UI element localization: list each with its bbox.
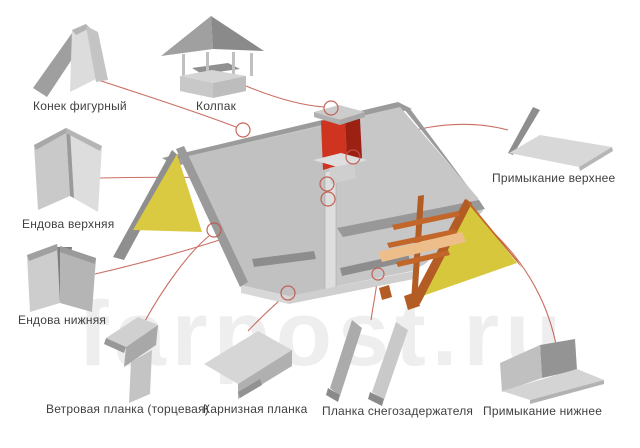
vetrovaya-edge [104, 338, 126, 353]
chimney-base-apron [329, 163, 356, 184]
primyk-n-inner [500, 345, 542, 392]
kolpak-base-front [180, 76, 213, 98]
label-konek-figurnyj: Конек фигурный [33, 99, 127, 113]
wing-rafter-tail-2 [379, 285, 392, 300]
label-endova-verhnyaya: Ендова верхняя [22, 217, 115, 231]
kolpak-base-top [180, 70, 246, 83]
endova-n-edge-r [60, 246, 96, 264]
piece-endova-verhnyaya [34, 128, 102, 212]
piece-endova-nizhnyaya [27, 244, 96, 312]
line-vetrovaya-planka [144, 235, 210, 322]
kolpak-post-4 [250, 53, 253, 76]
label-karniznaya-planka: Карнизная планка [203, 402, 308, 416]
marker-kolpak [323, 100, 339, 116]
marker-vetrovaya [206, 222, 222, 238]
konek-crest-top [72, 24, 90, 35]
marker-endova-nizhnyaya [320, 191, 336, 207]
konek-right-wing [86, 26, 108, 82]
snegozaderzhatel-foot-1 [326, 388, 340, 402]
kolpak-post-3 [232, 52, 235, 80]
wing-rafter-right [466, 198, 522, 268]
endova-n-right [60, 246, 96, 312]
karniznaya-top [204, 331, 292, 384]
endova-v-left [34, 128, 70, 210]
line-kolpak [245, 85, 325, 108]
chimney-cap-edge-left [314, 112, 340, 125]
marker-endova-verhnyaya [319, 176, 335, 192]
vetrovaya-leg [129, 350, 152, 403]
roof-snowguard-left [252, 251, 316, 267]
line-karniznaya-planka [247, 296, 284, 332]
primyk-n-back [540, 339, 577, 378]
endova-v-edge-r [66, 128, 102, 151]
chimney-cap-edge-right [340, 112, 365, 125]
primyk-n-lip [530, 380, 604, 404]
label-kolpak: Колпак [196, 99, 237, 113]
wing-board [378, 232, 466, 262]
vetrovaya-top [106, 317, 158, 347]
piece-vetrovaya-planka [104, 317, 158, 403]
marker-karniznaya [280, 285, 296, 301]
wing-rung-2 [387, 229, 457, 248]
piece-primykanie-verkhneye [508, 107, 613, 171]
marker-primykanie [345, 149, 361, 165]
snegozaderzhatel-foot-2 [368, 392, 384, 406]
label-vetrovaya-planka: Ветровая планка (торцевая) [46, 402, 209, 416]
endova-v-right [66, 128, 102, 212]
kolpak-pyramid-right [211, 16, 264, 51]
line-konek [97, 79, 237, 128]
piece-planka-snegozaderzhatelya [326, 320, 408, 406]
piece-primykanie-nizhneye [500, 339, 604, 404]
endova-v-crease [66, 128, 74, 198]
snegozaderzhatel-blade-rear [330, 320, 362, 396]
label-planka-snegozaderzhatelya: Планка снегозадержателя [322, 404, 474, 418]
piece-konek-figurnyj [33, 24, 108, 97]
kolpak-base-right [213, 76, 246, 98]
primyk-v-lip [579, 147, 613, 171]
piece-kolpak [161, 16, 264, 98]
wing-rung-1 [392, 211, 460, 230]
vetrovaya-mid [124, 325, 158, 367]
konek-crest [70, 24, 98, 92]
snegozaderzhatel-blade-front [372, 322, 408, 400]
wing-ridge-band [337, 200, 485, 237]
kolpak-opening [192, 63, 240, 74]
label-primykanie-nizhneye: Примыкание нижнее [483, 404, 603, 418]
konek-left-wing [33, 33, 82, 97]
gable-right-fascia [176, 146, 248, 287]
primyk-v-pan [509, 135, 612, 167]
wing-rafter-tail-1 [404, 292, 420, 310]
roof-eave-left [241, 285, 289, 304]
chimney-cap-top [314, 105, 365, 120]
roof-valley-strip [324, 168, 337, 293]
endova-n-edge-l [27, 244, 58, 261]
kolpak-post-1 [182, 54, 185, 79]
marker-circles [206, 100, 385, 301]
gable-left-fascia [113, 150, 180, 260]
karniznaya-foot [238, 379, 262, 398]
chimney-base-flashing [313, 153, 367, 168]
roof-left-slope [180, 126, 325, 296]
marker-snegozaderzhatel [371, 267, 385, 281]
wing-rung-3 [396, 250, 450, 267]
kolpak-post-2 [206, 52, 209, 80]
label-endova-nizhnyaya: Ендова нижняя [18, 313, 107, 327]
left-gable-yellow [133, 154, 202, 232]
primyk-v-flange [508, 107, 540, 155]
primyk-n-pan [502, 369, 604, 400]
piece-karniznaya-planka [204, 331, 292, 399]
endova-v-edge-l [34, 128, 66, 150]
marker-konek [235, 122, 251, 138]
kolpak-pyramid-left [161, 16, 213, 56]
roof-illustration [113, 102, 522, 310]
endova-n-left [27, 244, 60, 312]
wing-gable-yellow [414, 203, 517, 299]
label-primykanie-verkhneye: Примыкание верхнее [492, 171, 616, 185]
roof-eave-right [289, 271, 414, 304]
